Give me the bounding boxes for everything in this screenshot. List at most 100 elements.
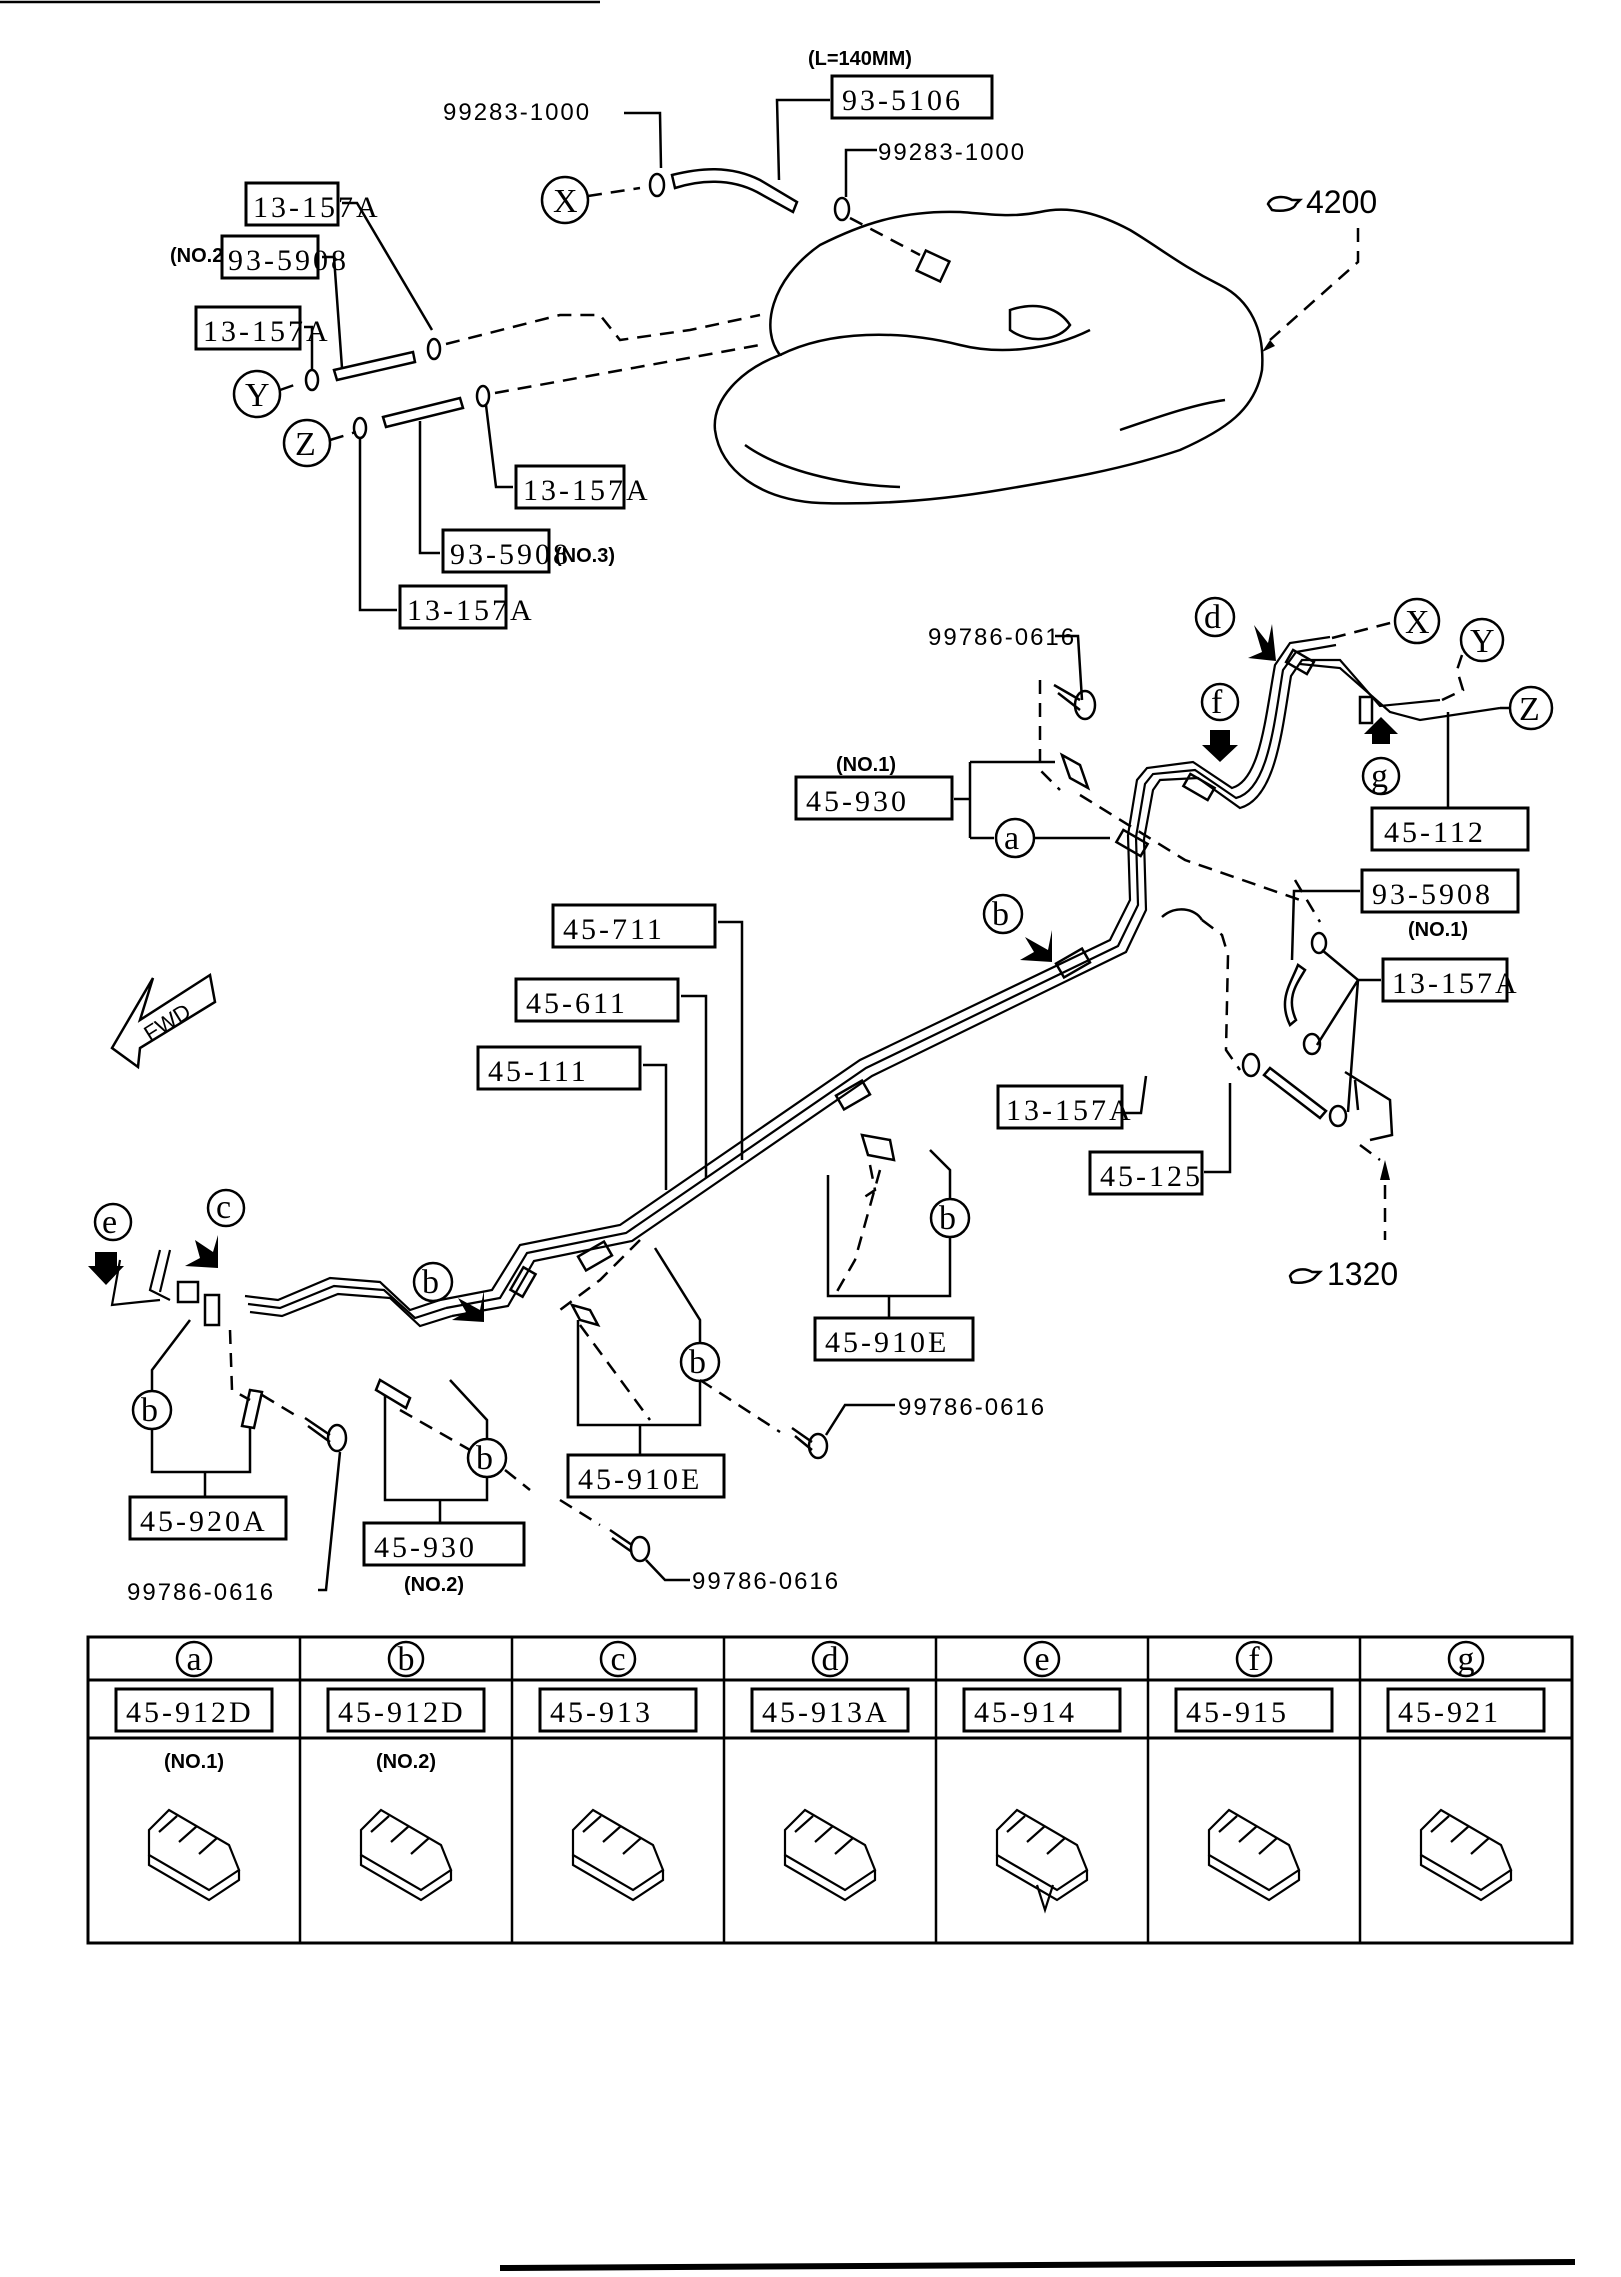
part-label-box xyxy=(1174,1687,1334,1733)
clip-letter: f xyxy=(1248,1641,1260,1678)
callout-pipe-45-611[interactable]: 45-611 xyxy=(514,977,708,1178)
svg-text:99283-1000: 99283-1000 xyxy=(878,139,1026,166)
callout-hose-z[interactable]: 93-5908 (NO.3) xyxy=(418,421,615,574)
callout-clamp-x-right[interactable]: 99283-1000 xyxy=(844,139,1026,197)
table-column-c[interactable]: c45-913 xyxy=(510,1637,698,1943)
callout-bolt-top[interactable]: 99786-0616 xyxy=(928,624,1084,701)
hose-93-5908-no3 xyxy=(381,396,465,429)
reference-4200[interactable]: 4200 xyxy=(1262,184,1377,352)
table-column-g[interactable]: g45-921 xyxy=(1358,1637,1546,1943)
clip-letter: e xyxy=(1034,1641,1049,1678)
clip-note: (NO.2) xyxy=(376,1751,436,1773)
callout-clamp-x-left[interactable]: 99283-1000 xyxy=(443,99,663,169)
svg-text:45-910E: 45-910E xyxy=(578,1463,702,1496)
clip-d xyxy=(1284,648,1316,676)
hose-93-5908-no2 xyxy=(332,350,417,382)
table-column-e[interactable]: e 45-914 xyxy=(934,1637,1122,1943)
connection-point-y xyxy=(1459,617,1505,663)
clip-b xyxy=(576,1239,614,1273)
callout-bracket-920a[interactable]: b 45-920A xyxy=(128,1319,288,1541)
part-label-box xyxy=(538,1687,698,1733)
bolt-99786-0616 xyxy=(326,1423,348,1453)
table-column-b[interactable]: b45-912D(NO.2) xyxy=(298,1637,486,1943)
svg-text:g: g xyxy=(1371,758,1388,795)
callout-clip-mid[interactable]: 13-157A xyxy=(996,1075,1148,1130)
svg-text:a: a xyxy=(1004,820,1019,857)
svg-text:1320: 1320 xyxy=(1327,1256,1398,1292)
callout-bracket-no1[interactable]: (NO.1) 45-930 a xyxy=(794,754,1110,859)
table-column-f[interactable]: f45-915 xyxy=(1146,1637,1334,1943)
hose-93-5106 xyxy=(670,168,799,214)
clip-letter: b xyxy=(398,1641,415,1678)
reference-1320[interactable]: 1320 xyxy=(1288,1256,1398,1292)
callout-hose-93-5106[interactable]: (L=140MM) 93-5106 xyxy=(775,48,994,181)
svg-text:d: d xyxy=(1204,599,1221,636)
callout-hose-y[interactable]: (NO.2) 93-5908 xyxy=(170,234,349,369)
callout-bolt-mid[interactable]: 99786-0616 xyxy=(791,1394,1046,1460)
callout-bolt-bottom[interactable]: 99786-0616 xyxy=(559,1498,840,1595)
clip-letter-circle xyxy=(175,1640,213,1678)
callout-hose-no1[interactable]: 93-5908 (NO.1) xyxy=(1290,868,1520,961)
clip-callout-f xyxy=(1200,682,1240,722)
forward-arrow-icon xyxy=(110,972,217,1070)
forward-direction-indicator: FWD xyxy=(110,972,217,1070)
clip-callout-e: e xyxy=(88,1202,133,1285)
svg-text:93-5908: 93-5908 xyxy=(228,244,349,277)
hose-x-assembly: X xyxy=(540,168,952,284)
callout-clip-y-upper[interactable]: 13-157A xyxy=(244,181,434,331)
table-column-a[interactable]: a45-912D(NO.1) xyxy=(114,1640,274,1902)
callout-bracket-910e-left[interactable]: b 45-910E xyxy=(559,1239,781,1499)
callout-bracket-910e-right[interactable]: b 45-910E xyxy=(813,1133,975,1362)
arrow-icon xyxy=(1248,624,1276,661)
svg-text:99786-0616: 99786-0616 xyxy=(692,1568,840,1595)
arrow-icon xyxy=(1202,730,1238,762)
callout-clip-y-left[interactable]: 13-157A xyxy=(194,305,331,370)
pointing-hand-icon xyxy=(1266,195,1304,212)
arrow-icon xyxy=(452,1290,484,1322)
part-label-box xyxy=(962,1687,1122,1733)
svg-text:Y: Y xyxy=(245,377,270,414)
svg-text:Z: Z xyxy=(295,426,316,463)
svg-text:(NO.1): (NO.1) xyxy=(836,754,896,776)
clip-illustration xyxy=(1207,1808,1301,1902)
callout-pipe-45-111[interactable]: 45-111 xyxy=(476,1045,668,1190)
arrow-icon xyxy=(185,1235,218,1268)
svg-text:93-5908: 93-5908 xyxy=(1372,878,1493,911)
svg-text:Z: Z xyxy=(1519,691,1540,728)
arrow-icon xyxy=(1364,717,1398,744)
svg-text:45-910E: 45-910E xyxy=(825,1326,949,1359)
hose-z-assembly: Z xyxy=(282,343,761,468)
callout-clip-right[interactable]: 13-157A xyxy=(1315,949,1520,1113)
table-column-d[interactable]: d45-913A xyxy=(722,1637,910,1943)
callout-pipe-45-112[interactable]: 45-112 xyxy=(1370,712,1530,852)
callout-pipe-45-125[interactable]: 45-125 xyxy=(1088,1083,1232,1196)
svg-text:13-157A: 13-157A xyxy=(523,474,651,507)
svg-text:99786-0616: 99786-0616 xyxy=(928,624,1076,651)
svg-text:45-930: 45-930 xyxy=(806,785,909,818)
callout-pipe-45-711[interactable]: 45-711 xyxy=(551,903,744,1160)
svg-text:b: b xyxy=(992,896,1009,933)
callout-clip-z-right[interactable]: 13-157A xyxy=(484,404,651,510)
svg-text:93-5908: 93-5908 xyxy=(450,538,571,571)
clip-part-number: 45-913A xyxy=(762,1696,890,1729)
svg-text:45-125: 45-125 xyxy=(1100,1160,1203,1193)
clip-callout-g xyxy=(1361,756,1401,796)
clip-letter: c xyxy=(610,1641,625,1678)
clip-letter-circle xyxy=(599,1640,637,1678)
svg-text:(NO.1): (NO.1) xyxy=(1408,919,1468,941)
main-pipe-run: b xyxy=(110,834,1148,1328)
callout-bolt-left[interactable]: 99786-0616 xyxy=(127,1393,348,1606)
clip-b xyxy=(508,1265,538,1299)
svg-text:99786-0616: 99786-0616 xyxy=(898,1394,1046,1421)
svg-text:X: X xyxy=(553,183,578,220)
svg-text:c: c xyxy=(216,1189,231,1226)
svg-text:45-111: 45-111 xyxy=(488,1055,589,1088)
svg-text:45-920A: 45-920A xyxy=(140,1505,268,1538)
callout-clip-z-left[interactable]: 13-157A xyxy=(358,438,535,630)
callout-bracket-no2[interactable]: b 45-930 (NO.2) xyxy=(362,1378,531,1596)
svg-text:45-112: 45-112 xyxy=(1384,816,1486,849)
part-label-box xyxy=(114,1687,274,1733)
pipe-45-125 xyxy=(1262,1066,1328,1120)
clip-callout-b xyxy=(982,893,1024,935)
clip-part-number: 45-914 xyxy=(974,1696,1077,1729)
